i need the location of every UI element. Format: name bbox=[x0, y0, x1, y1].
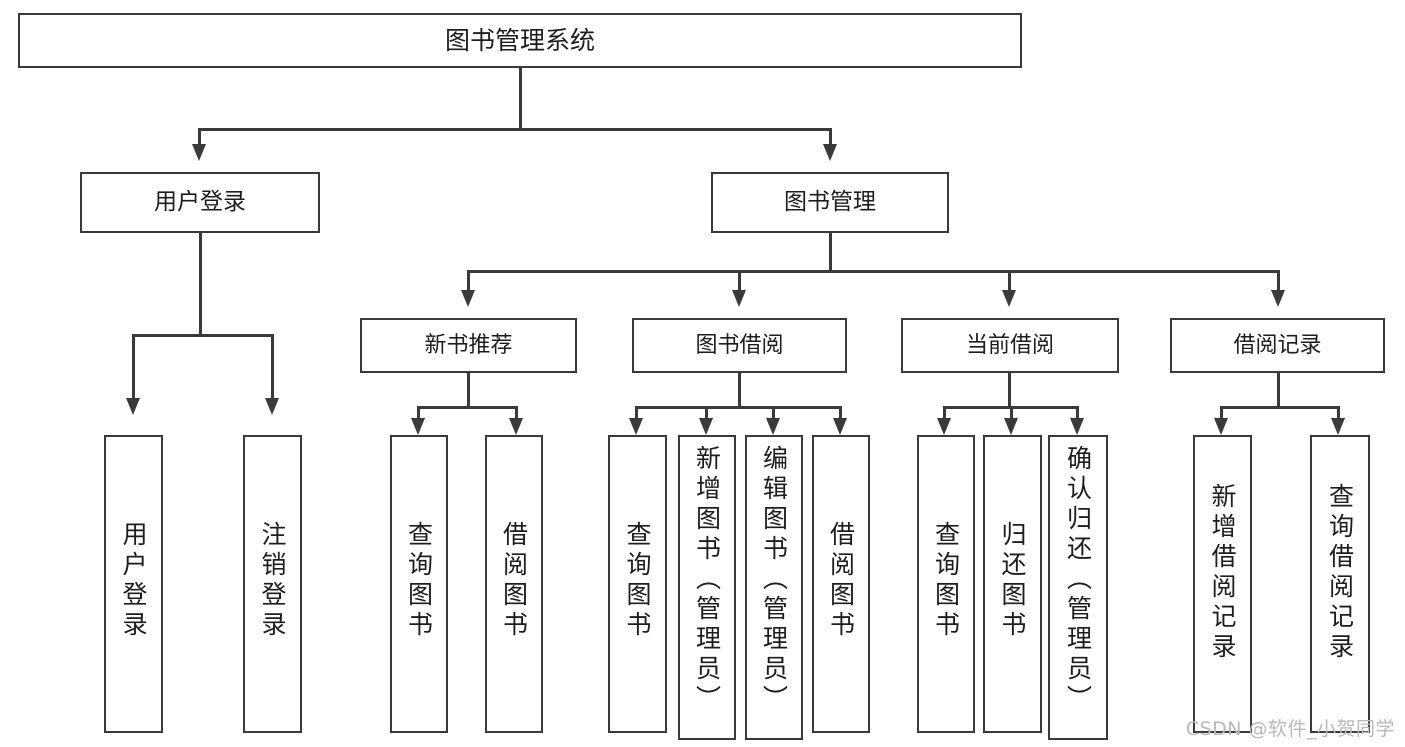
node-user-login[interactable]: 用户登录 bbox=[80, 172, 320, 233]
node-book-management[interactable]: 图书管理 bbox=[711, 172, 949, 233]
arrow-bb-leaf-3 bbox=[766, 418, 780, 435]
connector-cb-drop-3 bbox=[1076, 406, 1079, 420]
connector-bm-drop-1 bbox=[467, 270, 470, 292]
connector-br-drop-2 bbox=[1337, 406, 1340, 420]
arrow-root-to-book-management bbox=[823, 144, 837, 161]
node-label: 新增图书（管理员） bbox=[692, 445, 722, 715]
arrow-nbr-leaf-2 bbox=[509, 418, 523, 435]
connector-user-login-drop-2 bbox=[271, 334, 274, 400]
leaf-add-borrow-record[interactable]: 新增借阅记录 bbox=[1193, 435, 1252, 733]
leaf-query-book-recommend[interactable]: 查询图书 bbox=[390, 435, 448, 733]
arrow-bb-leaf-4 bbox=[833, 418, 847, 435]
connector-cb-drop-2 bbox=[1010, 406, 1013, 420]
arrow-to-leaf-user-login bbox=[126, 398, 140, 415]
watermark: CSDN @软件_小贺同学 bbox=[1185, 718, 1395, 740]
connector-nbr-drop-1 bbox=[417, 406, 420, 420]
arrow-nbr-leaf-1 bbox=[411, 418, 425, 435]
connector-user-login-stem bbox=[199, 233, 202, 335]
node-new-book-recommend[interactable]: 新书推荐 bbox=[360, 318, 577, 373]
leaf-logout[interactable]: 注销登录 bbox=[243, 435, 302, 733]
connector-bm-drop-3 bbox=[1008, 270, 1011, 292]
arrow-br-leaf-1 bbox=[1214, 418, 1228, 435]
connector-root-bus bbox=[199, 128, 832, 131]
connector-nbr-drop-2 bbox=[515, 406, 518, 420]
leaf-add-book-admin[interactable]: 新增图书（管理员） bbox=[678, 435, 736, 740]
connector-user-login-drop-1 bbox=[132, 334, 135, 400]
connector-bm-drop-4 bbox=[1277, 270, 1280, 292]
node-root-book-management-system[interactable]: 图书管理系统 bbox=[18, 13, 1022, 68]
arrow-br-leaf-2 bbox=[1331, 418, 1345, 435]
node-label: 新书推荐 bbox=[424, 332, 513, 358]
connector-bb-bus bbox=[636, 406, 841, 409]
arrow-cb-leaf-2 bbox=[1004, 418, 1018, 435]
leaf-edit-book-admin[interactable]: 编辑图书（管理员） bbox=[745, 435, 803, 740]
connector-nbr-stem bbox=[467, 373, 470, 408]
connector-bb-drop-2 bbox=[705, 406, 708, 420]
arrow-bb-leaf-1 bbox=[629, 418, 643, 435]
node-label: 确认归还（管理员） bbox=[1063, 445, 1093, 715]
leaf-confirm-return-admin[interactable]: 确认归还（管理员） bbox=[1048, 435, 1108, 740]
connector-bb-drop-1 bbox=[635, 406, 638, 420]
node-label: 查询图书 bbox=[623, 521, 652, 641]
node-label: 查询借阅记录 bbox=[1325, 483, 1355, 663]
arrow-bb-leaf-2 bbox=[699, 418, 713, 435]
leaf-borrow-book[interactable]: 借阅图书 bbox=[812, 435, 870, 733]
node-label: 用户登录 bbox=[119, 521, 148, 641]
node-label: 查询图书 bbox=[931, 521, 961, 641]
node-label: 图书借阅 bbox=[695, 332, 784, 358]
node-label: 查询图书 bbox=[404, 521, 434, 641]
arrow-root-to-user-login bbox=[192, 144, 206, 161]
node-label: 当前借阅 bbox=[965, 332, 1054, 358]
connector-bb-drop-4 bbox=[839, 406, 842, 420]
node-label: 借阅图书 bbox=[826, 521, 856, 641]
connector-root-drop-2 bbox=[829, 128, 832, 146]
node-label: 新增借阅记录 bbox=[1208, 483, 1237, 663]
arrow-cb-leaf-3 bbox=[1070, 418, 1084, 435]
leaf-return-book[interactable]: 归还图书 bbox=[983, 435, 1042, 733]
connector-book-management-stem bbox=[829, 233, 832, 271]
connector-bb-stem bbox=[738, 373, 741, 408]
arrow-to-leaf-logout bbox=[265, 398, 279, 415]
node-label: 编辑图书（管理员） bbox=[759, 445, 789, 715]
arrow-cb-leaf-1 bbox=[937, 418, 951, 435]
connector-book-management-bus bbox=[468, 270, 1280, 273]
leaf-query-borrow-record[interactable]: 查询借阅记录 bbox=[1310, 435, 1370, 733]
node-label: 注销登录 bbox=[258, 521, 287, 641]
connector-cb-drop-1 bbox=[943, 406, 946, 420]
connector-bm-drop-2 bbox=[738, 270, 741, 292]
leaf-borrow-book-recommend[interactable]: 借阅图书 bbox=[485, 435, 543, 733]
node-book-borrow[interactable]: 图书借阅 bbox=[632, 318, 847, 373]
node-borrow-record[interactable]: 借阅记录 bbox=[1170, 318, 1385, 373]
arrow-to-new-book-recommend bbox=[461, 290, 475, 307]
node-label: 借阅记录 bbox=[1233, 332, 1322, 358]
connector-br-stem bbox=[1277, 373, 1280, 408]
connector-cb-stem bbox=[1008, 373, 1011, 408]
connector-nbr-bus bbox=[418, 406, 517, 409]
leaf-user-login[interactable]: 用户登录 bbox=[104, 435, 163, 733]
node-label: 图书管理系统 bbox=[444, 25, 595, 55]
arrow-to-borrow-record bbox=[1271, 290, 1285, 307]
leaf-query-book-borrow[interactable]: 查询图书 bbox=[608, 435, 667, 733]
connector-br-drop-1 bbox=[1220, 406, 1223, 420]
connector-root-drop-1 bbox=[198, 128, 201, 146]
arrow-to-book-borrow bbox=[732, 290, 746, 307]
connector-user-login-bus bbox=[133, 334, 273, 337]
node-label: 用户登录 bbox=[154, 188, 246, 215]
node-current-borrow[interactable]: 当前借阅 bbox=[901, 318, 1119, 373]
node-label: 图书管理 bbox=[784, 188, 876, 215]
connector-bb-drop-3 bbox=[772, 406, 775, 420]
leaf-query-book-current[interactable]: 查询图书 bbox=[917, 435, 975, 733]
node-label: 借阅图书 bbox=[499, 521, 529, 641]
connector-root-stem bbox=[519, 68, 522, 129]
connector-br-bus bbox=[1221, 406, 1339, 409]
node-label: 归还图书 bbox=[998, 521, 1027, 641]
arrow-to-current-borrow bbox=[1002, 290, 1016, 307]
